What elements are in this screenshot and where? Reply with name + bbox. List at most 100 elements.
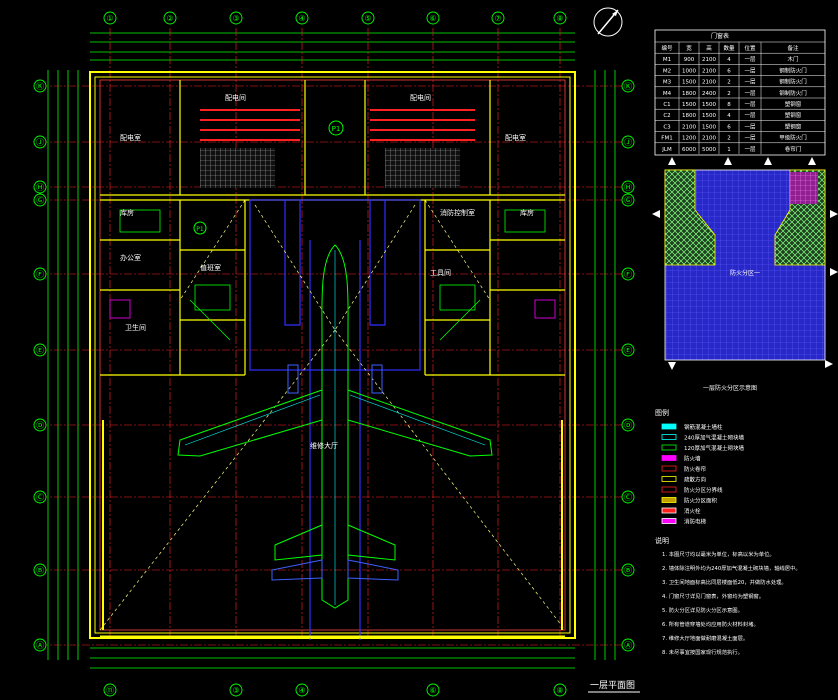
axis-bubble: Ⓒ	[621, 490, 635, 504]
p1-label: P1	[332, 125, 341, 133]
axis-bubble: ④	[295, 683, 309, 697]
table-cell: 1500	[702, 113, 716, 119]
table-cell: 1000	[682, 68, 696, 74]
table-cell: 一层	[744, 123, 756, 130]
note-line: 2. 墙体除注明外均为240厚加气混凝土砌块墙，轴线居中。	[662, 564, 801, 572]
legend-item: 防火墙	[661, 455, 701, 463]
legend-text: 防火分区分界线	[684, 486, 723, 494]
table-cell: FM1	[661, 136, 672, 142]
table-cell: 4	[727, 57, 731, 63]
axis-label: ②	[166, 14, 173, 23]
equipment-pad-left	[200, 148, 275, 188]
room-labels: 配电间 配电间 配电室 配电室 库房 库房 办公室 工具间 值班室 卫生间 消防…	[120, 93, 534, 450]
axis-label: Ⓑ	[36, 566, 44, 575]
note-line: 3. 卫生间地面标高比同层楼面低20，并做防水处理。	[662, 578, 787, 586]
table-cell: 900	[684, 57, 695, 63]
table-cell: 一层	[744, 135, 756, 142]
table-cell: 1500	[702, 124, 716, 130]
axis-label: ⑧	[556, 686, 563, 695]
table-cell: 2100	[682, 124, 696, 130]
p1-label: P1	[196, 226, 204, 233]
axis-bubble: Ⓗ	[621, 180, 635, 194]
top-dimensions	[90, 32, 575, 61]
mini-zone-label: 防火分区一	[730, 269, 760, 277]
note-line: 7. 维修大厅地面做耐磨混凝土面层。	[662, 634, 748, 642]
axis-bubble: ①	[103, 11, 117, 25]
mini-plan-arrows	[652, 157, 838, 370]
table-cell: 甲级防火门	[779, 134, 807, 142]
table-cell: 一层	[744, 112, 756, 119]
axis-label: ⑪	[106, 686, 114, 695]
fire-zone-mini-plan: 防火分区一 一层防火分区示意图	[652, 157, 838, 392]
table-cell: 2	[727, 136, 731, 142]
axis-label: Ⓒ	[624, 493, 632, 502]
table-cell: 一层	[744, 146, 756, 153]
axis-bubble: Ⓑ	[621, 563, 635, 577]
sheet-title-text: 一层平面图	[590, 680, 635, 691]
axis-bubble: Ⓙ	[621, 135, 635, 149]
legend-swatch	[661, 423, 677, 430]
axis-label: Ⓗ	[624, 183, 632, 192]
axis-bubble: Ⓚ	[33, 79, 47, 93]
axis-label: Ⓔ	[624, 346, 632, 355]
axis-bubble: ⑧	[553, 683, 567, 697]
axis-label: Ⓒ	[36, 493, 44, 502]
legend-item: 消防电梯	[661, 518, 707, 526]
table-cell: M1	[663, 57, 671, 63]
axis-label: Ⓙ	[36, 138, 44, 147]
axis-label: Ⓐ	[624, 641, 632, 650]
axis-bubble: Ⓐ	[621, 638, 635, 652]
table-cell: M3	[663, 80, 672, 86]
right-dimensions	[594, 70, 616, 660]
legend-item: 疏散方向	[661, 476, 706, 484]
table-cell: 6	[727, 124, 731, 130]
room-label: 卫生间	[125, 323, 146, 332]
axis-bubble: ⑥	[426, 11, 440, 25]
table-cell: 8	[727, 102, 731, 108]
table-cell: 位置	[744, 44, 756, 52]
table-cell: 塑钢窗	[785, 122, 802, 130]
table-cell: 1800	[682, 91, 696, 97]
legend-item: 消火栓	[661, 507, 701, 515]
axis-bubble: ④	[295, 11, 309, 25]
axis-bubble: ②	[163, 11, 177, 25]
legend-text: 疏散方向	[684, 476, 706, 484]
table-cell: 一层	[744, 79, 756, 86]
room-label: 消防控制室	[440, 208, 475, 217]
note-line: 5. 防火分区详见防火分区示意图。	[662, 606, 743, 614]
room-label: 库房	[120, 208, 134, 217]
axis-label: ⑥	[429, 686, 436, 695]
axis-label: Ⓔ	[36, 346, 44, 355]
legend-swatch	[661, 434, 677, 440]
table-cell: 2400	[702, 91, 716, 97]
axis-label: ④	[298, 14, 305, 23]
axis-bubble: Ⓓ	[621, 418, 635, 432]
table-cell: 1500	[682, 80, 696, 86]
axis-bubble: ③	[229, 11, 243, 25]
legend-item: 240厚加气混凝土砌块墙	[661, 434, 744, 442]
table-cell: 1	[727, 147, 731, 153]
axis-label: Ⓙ	[624, 138, 632, 147]
axis-bubble: Ⓕ	[621, 267, 635, 281]
axis-label: ⑥	[429, 14, 436, 23]
axis-bubble: Ⓓ	[33, 418, 47, 432]
room-label: 库房	[520, 208, 534, 217]
mini-plan-special-room	[790, 172, 818, 204]
table-cell: M2	[663, 68, 671, 74]
legend-text: 防火墙	[684, 455, 701, 463]
p1-markers: P1 P1	[193, 120, 344, 235]
table-cell: 卷帘门	[785, 145, 802, 153]
axis-label: Ⓖ	[36, 196, 44, 205]
axis-label: ⑧	[556, 14, 563, 23]
axis-bubble: Ⓚ	[621, 79, 635, 93]
room-label: 配电间	[225, 93, 246, 102]
aircraft-outline	[177, 244, 493, 609]
room-label: 办公室	[120, 253, 141, 262]
axis-label: ④	[298, 686, 305, 695]
table-cell: 5000	[702, 147, 716, 153]
legend-item: 防火卷帘	[661, 465, 707, 473]
axis-label: Ⓖ	[624, 196, 632, 205]
axis-bubble: Ⓗ	[33, 180, 47, 194]
sightlines	[99, 199, 566, 631]
